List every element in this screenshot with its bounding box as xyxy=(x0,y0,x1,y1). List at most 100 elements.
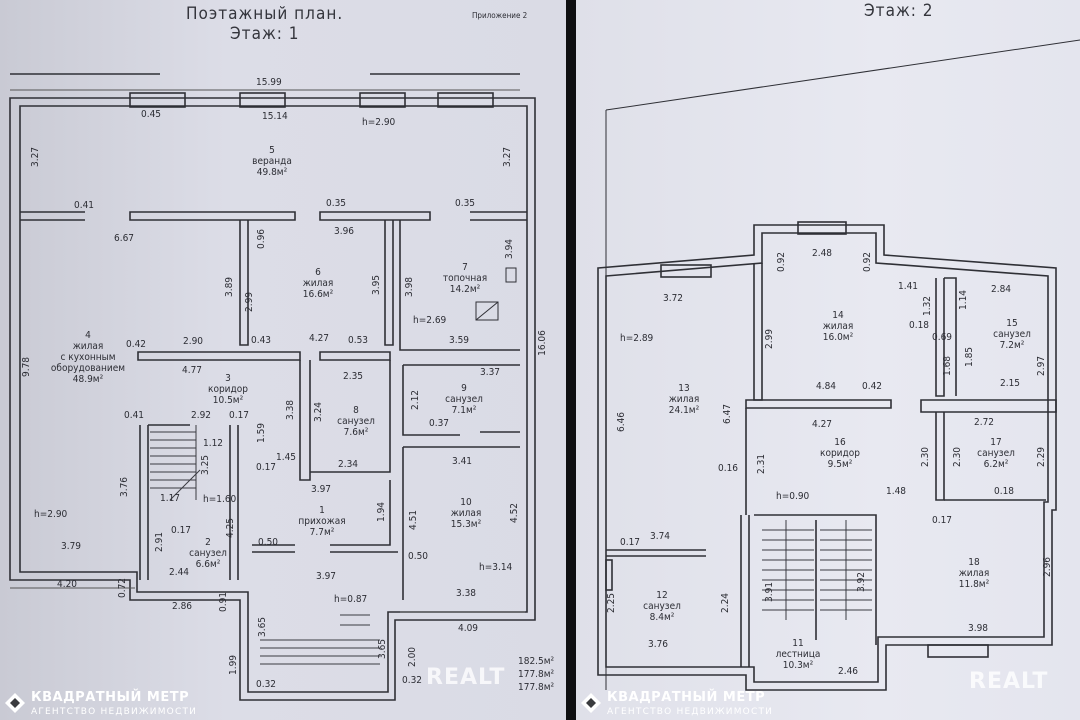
floor-label: Этаж: 1 xyxy=(230,24,300,44)
dimension-label: 2.30 xyxy=(920,446,932,468)
dimension-label: 3.76 xyxy=(648,639,669,650)
brand-logo: КВАДРАТНЫЙ МЕТР АГЕНТСТВО НЕДВИЖИМОСТИ xyxy=(580,686,773,720)
dimension-label: 2.44 xyxy=(169,567,190,578)
dimension-label: 2.00 xyxy=(407,646,419,668)
brand-name: КВАДРАТНЫЙ МЕТР xyxy=(607,689,766,705)
window xyxy=(437,92,494,108)
dimension-label: 3.27 xyxy=(30,146,42,168)
window xyxy=(927,644,989,658)
total-area: 182.5м² xyxy=(518,656,555,667)
dimension-label: 2.12 xyxy=(410,389,422,411)
dimension-label: 0.32 xyxy=(256,679,277,690)
dimension-label: 1.48 xyxy=(886,486,907,497)
dimension-label: 3.25 xyxy=(200,454,212,476)
dimension-label: h=1.60 xyxy=(203,494,237,505)
dimension-label: 2.29 xyxy=(1036,446,1048,468)
dimension-label: 3.89 xyxy=(224,276,236,298)
dimension-label: 1.94 xyxy=(376,501,388,523)
brand-subtitle: АГЕНТСТВО НЕДВИЖИМОСТИ xyxy=(31,706,198,717)
dimension-label: 0.37 xyxy=(429,418,450,429)
dimension-label: 1.17 xyxy=(160,493,181,504)
outer-wall-inner xyxy=(19,105,528,693)
dimension-label: 3.97 xyxy=(316,571,337,582)
dimension-label: 4.52 xyxy=(509,502,521,524)
brand-logo: КВАДРАТНЫЙ МЕТР АГЕНТСТВО НЕДВИЖИМОСТИ xyxy=(4,686,197,720)
total-area: 177.8м² xyxy=(518,669,555,680)
dimension-label: 0.35 xyxy=(326,198,347,209)
dimension-label: 3.95 xyxy=(371,274,383,296)
realt-watermark: REALT xyxy=(969,669,1049,694)
appendix-label: Приложение 2 xyxy=(472,11,528,20)
dimension-label: 2.90 xyxy=(183,336,204,347)
dimension-label: 3.41 xyxy=(452,456,473,467)
dimension-label: 4.20 xyxy=(57,579,78,590)
dimension-label: 0.18 xyxy=(909,320,930,331)
dimension-label: 2.72 xyxy=(974,417,995,428)
dimension-label: 2.24 xyxy=(720,592,732,614)
brand-mark-icon xyxy=(5,693,25,713)
dimension-label: 0.69 xyxy=(932,332,953,343)
dimension-label: 3.79 xyxy=(61,541,82,552)
dimension-label: 1.14 xyxy=(958,289,970,311)
dimension-label: 1.12 xyxy=(203,438,224,449)
plan-title: Поэтажный план. xyxy=(186,4,344,24)
dimension-label: 0.91 xyxy=(218,591,230,613)
dimension-label: 3.27 xyxy=(502,146,514,168)
dimension-label: h=0.90 xyxy=(776,491,810,502)
dimension-label: 3.76 xyxy=(119,476,131,498)
dimension-label: 0.96 xyxy=(256,228,268,250)
dimension-label: 0.35 xyxy=(455,198,476,209)
dimension-label: 0.17 xyxy=(620,537,641,548)
dimension-label: 2.99 xyxy=(764,328,776,350)
dimension-label: 6.46 xyxy=(616,411,628,433)
dimension-label: 16.06 xyxy=(536,330,548,356)
dimension-label: 2.48 xyxy=(812,248,833,259)
dimension-label: 1.85 xyxy=(964,346,976,368)
dimension-label: 3.97 xyxy=(311,484,332,495)
dimension-label: 0.32 xyxy=(402,675,423,686)
dimension-label: 4.09 xyxy=(458,623,479,634)
window xyxy=(129,92,186,108)
dimension-label: 9.78 xyxy=(21,356,33,378)
dimension-label: 6.67 xyxy=(114,233,135,244)
dimension-label: 0.50 xyxy=(258,537,279,548)
dimension-label: h=2.69 xyxy=(413,315,447,326)
outer-wall xyxy=(9,97,536,701)
total-area: 177.8м² xyxy=(518,682,555,693)
dimension-label: h=2.90 xyxy=(34,509,68,520)
dimension-label: 4.27 xyxy=(309,333,330,344)
window xyxy=(239,92,286,108)
dimension-label: 2.91 xyxy=(154,531,166,553)
dimension-label: 2.25 xyxy=(606,592,618,614)
dimension-label: 2.46 xyxy=(838,666,859,677)
dimension-label: 2.86 xyxy=(172,601,193,612)
dimension-label: 2.84 xyxy=(991,284,1012,295)
dimension-label: 1.68 xyxy=(942,355,954,377)
dimension-label: 2.96 xyxy=(1042,556,1054,578)
realt-watermark: REALT xyxy=(426,665,506,690)
dimension-label: 1.45 xyxy=(276,452,297,463)
dimension-label: 0.42 xyxy=(862,381,883,392)
dimension-label: 0.43 xyxy=(251,335,272,346)
dimension-label: 4.27 xyxy=(812,419,833,430)
dimension-label: 3.98 xyxy=(968,623,989,634)
window xyxy=(660,264,712,278)
dimension-label: 3.92 xyxy=(856,571,868,593)
dimension-label: 4.25 xyxy=(225,517,237,539)
dimension-label: 3.98 xyxy=(404,276,416,298)
dimension-label: 4.84 xyxy=(816,381,837,392)
dimension-label: 0.53 xyxy=(348,335,369,346)
dimension-label: 1.99 xyxy=(228,654,240,676)
dimension-label: 3.24 xyxy=(313,401,325,423)
dimension-label: 2.30 xyxy=(952,446,964,468)
sheet-gap xyxy=(566,0,576,720)
dimension-label: 3.38 xyxy=(285,399,297,421)
